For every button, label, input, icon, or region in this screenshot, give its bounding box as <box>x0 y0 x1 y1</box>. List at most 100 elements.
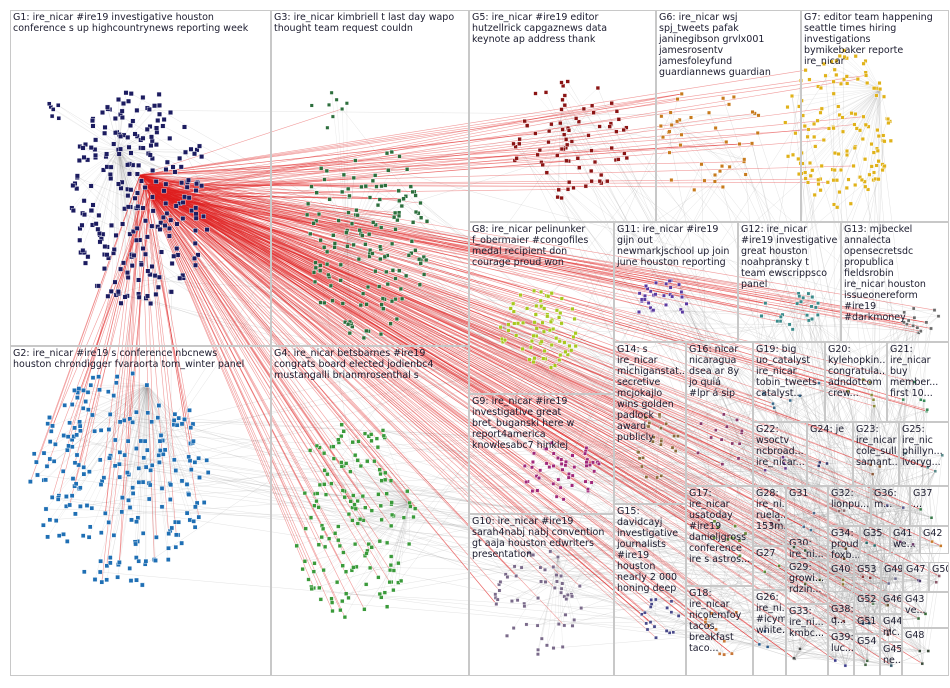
edge <box>782 457 940 577</box>
edge <box>118 129 148 150</box>
edge-highlight <box>139 174 364 497</box>
edge-highlight <box>149 194 200 518</box>
node <box>104 104 110 110</box>
edge-highlight <box>139 174 392 527</box>
node <box>300 567 305 572</box>
edge <box>903 507 923 664</box>
node <box>176 415 182 421</box>
group-label-line: #ire19 investigative <box>741 235 838 246</box>
group-label-line: nicaragua <box>689 355 736 366</box>
edge <box>87 149 119 160</box>
edge <box>527 308 871 383</box>
group-label-line: keynote ap address thank <box>472 34 596 45</box>
edge <box>557 507 904 558</box>
edge <box>526 617 836 625</box>
edge <box>805 550 866 665</box>
edge <box>393 502 410 591</box>
node <box>399 203 404 209</box>
edge <box>793 455 943 659</box>
node <box>886 581 891 586</box>
edge-highlight <box>144 184 547 464</box>
edge-highlight <box>139 174 562 577</box>
edge <box>843 618 919 622</box>
node <box>556 622 561 627</box>
node <box>339 464 344 469</box>
node <box>201 500 207 505</box>
edge <box>118 136 152 150</box>
node <box>77 419 82 425</box>
group-label-line: jamesrosentv <box>658 45 724 56</box>
edge-highlight <box>144 184 567 463</box>
edge <box>793 546 888 606</box>
node <box>131 252 137 258</box>
node <box>135 515 141 521</box>
edge <box>203 133 536 217</box>
node <box>317 585 322 590</box>
node <box>138 438 144 444</box>
node <box>86 534 92 540</box>
node <box>520 346 525 351</box>
edge <box>560 122 600 127</box>
edge <box>146 385 188 485</box>
edge <box>560 111 617 124</box>
edge <box>564 342 844 585</box>
node <box>130 371 136 376</box>
edge <box>855 88 881 115</box>
node <box>311 221 316 226</box>
node <box>670 445 675 450</box>
edge <box>535 122 561 134</box>
edge <box>310 233 662 445</box>
edge-highlight <box>144 184 546 360</box>
node <box>80 248 86 254</box>
node <box>863 157 868 162</box>
edge <box>315 246 348 263</box>
edge <box>329 199 348 247</box>
node <box>145 410 151 416</box>
node <box>379 302 384 307</box>
node <box>342 615 347 620</box>
node <box>551 451 556 456</box>
edge <box>560 105 565 124</box>
edge <box>764 544 914 573</box>
node <box>548 549 553 554</box>
edge <box>88 384 147 410</box>
node <box>85 407 91 413</box>
edge <box>561 463 887 606</box>
group-label-line: G10: ire_nicar #ire19 <box>472 516 573 527</box>
edge <box>655 282 671 295</box>
edge <box>325 467 928 495</box>
edge <box>764 170 883 471</box>
edge <box>321 502 410 526</box>
node <box>597 179 602 184</box>
node <box>116 97 122 103</box>
node <box>350 440 355 445</box>
edge <box>324 470 410 504</box>
edge <box>333 458 410 504</box>
edge <box>655 329 793 600</box>
edge <box>774 407 914 545</box>
node <box>97 239 103 245</box>
node <box>863 663 868 667</box>
edge <box>377 204 888 606</box>
edge <box>845 381 916 666</box>
node <box>549 291 554 296</box>
edge <box>347 197 371 247</box>
edge <box>662 137 819 304</box>
edge <box>118 149 151 156</box>
node <box>539 339 544 344</box>
node <box>668 285 673 290</box>
edge <box>118 107 148 150</box>
edge <box>805 88 881 179</box>
edge <box>789 324 921 332</box>
node <box>391 588 396 593</box>
edge <box>338 502 410 527</box>
edge <box>340 246 348 281</box>
node <box>561 497 566 502</box>
edge <box>513 143 864 624</box>
group-label-line: sarah4nabj nabj convention <box>472 527 604 538</box>
node <box>363 242 368 247</box>
edge <box>922 545 942 664</box>
edge <box>845 548 919 619</box>
node <box>570 594 574 599</box>
edge <box>763 393 774 404</box>
